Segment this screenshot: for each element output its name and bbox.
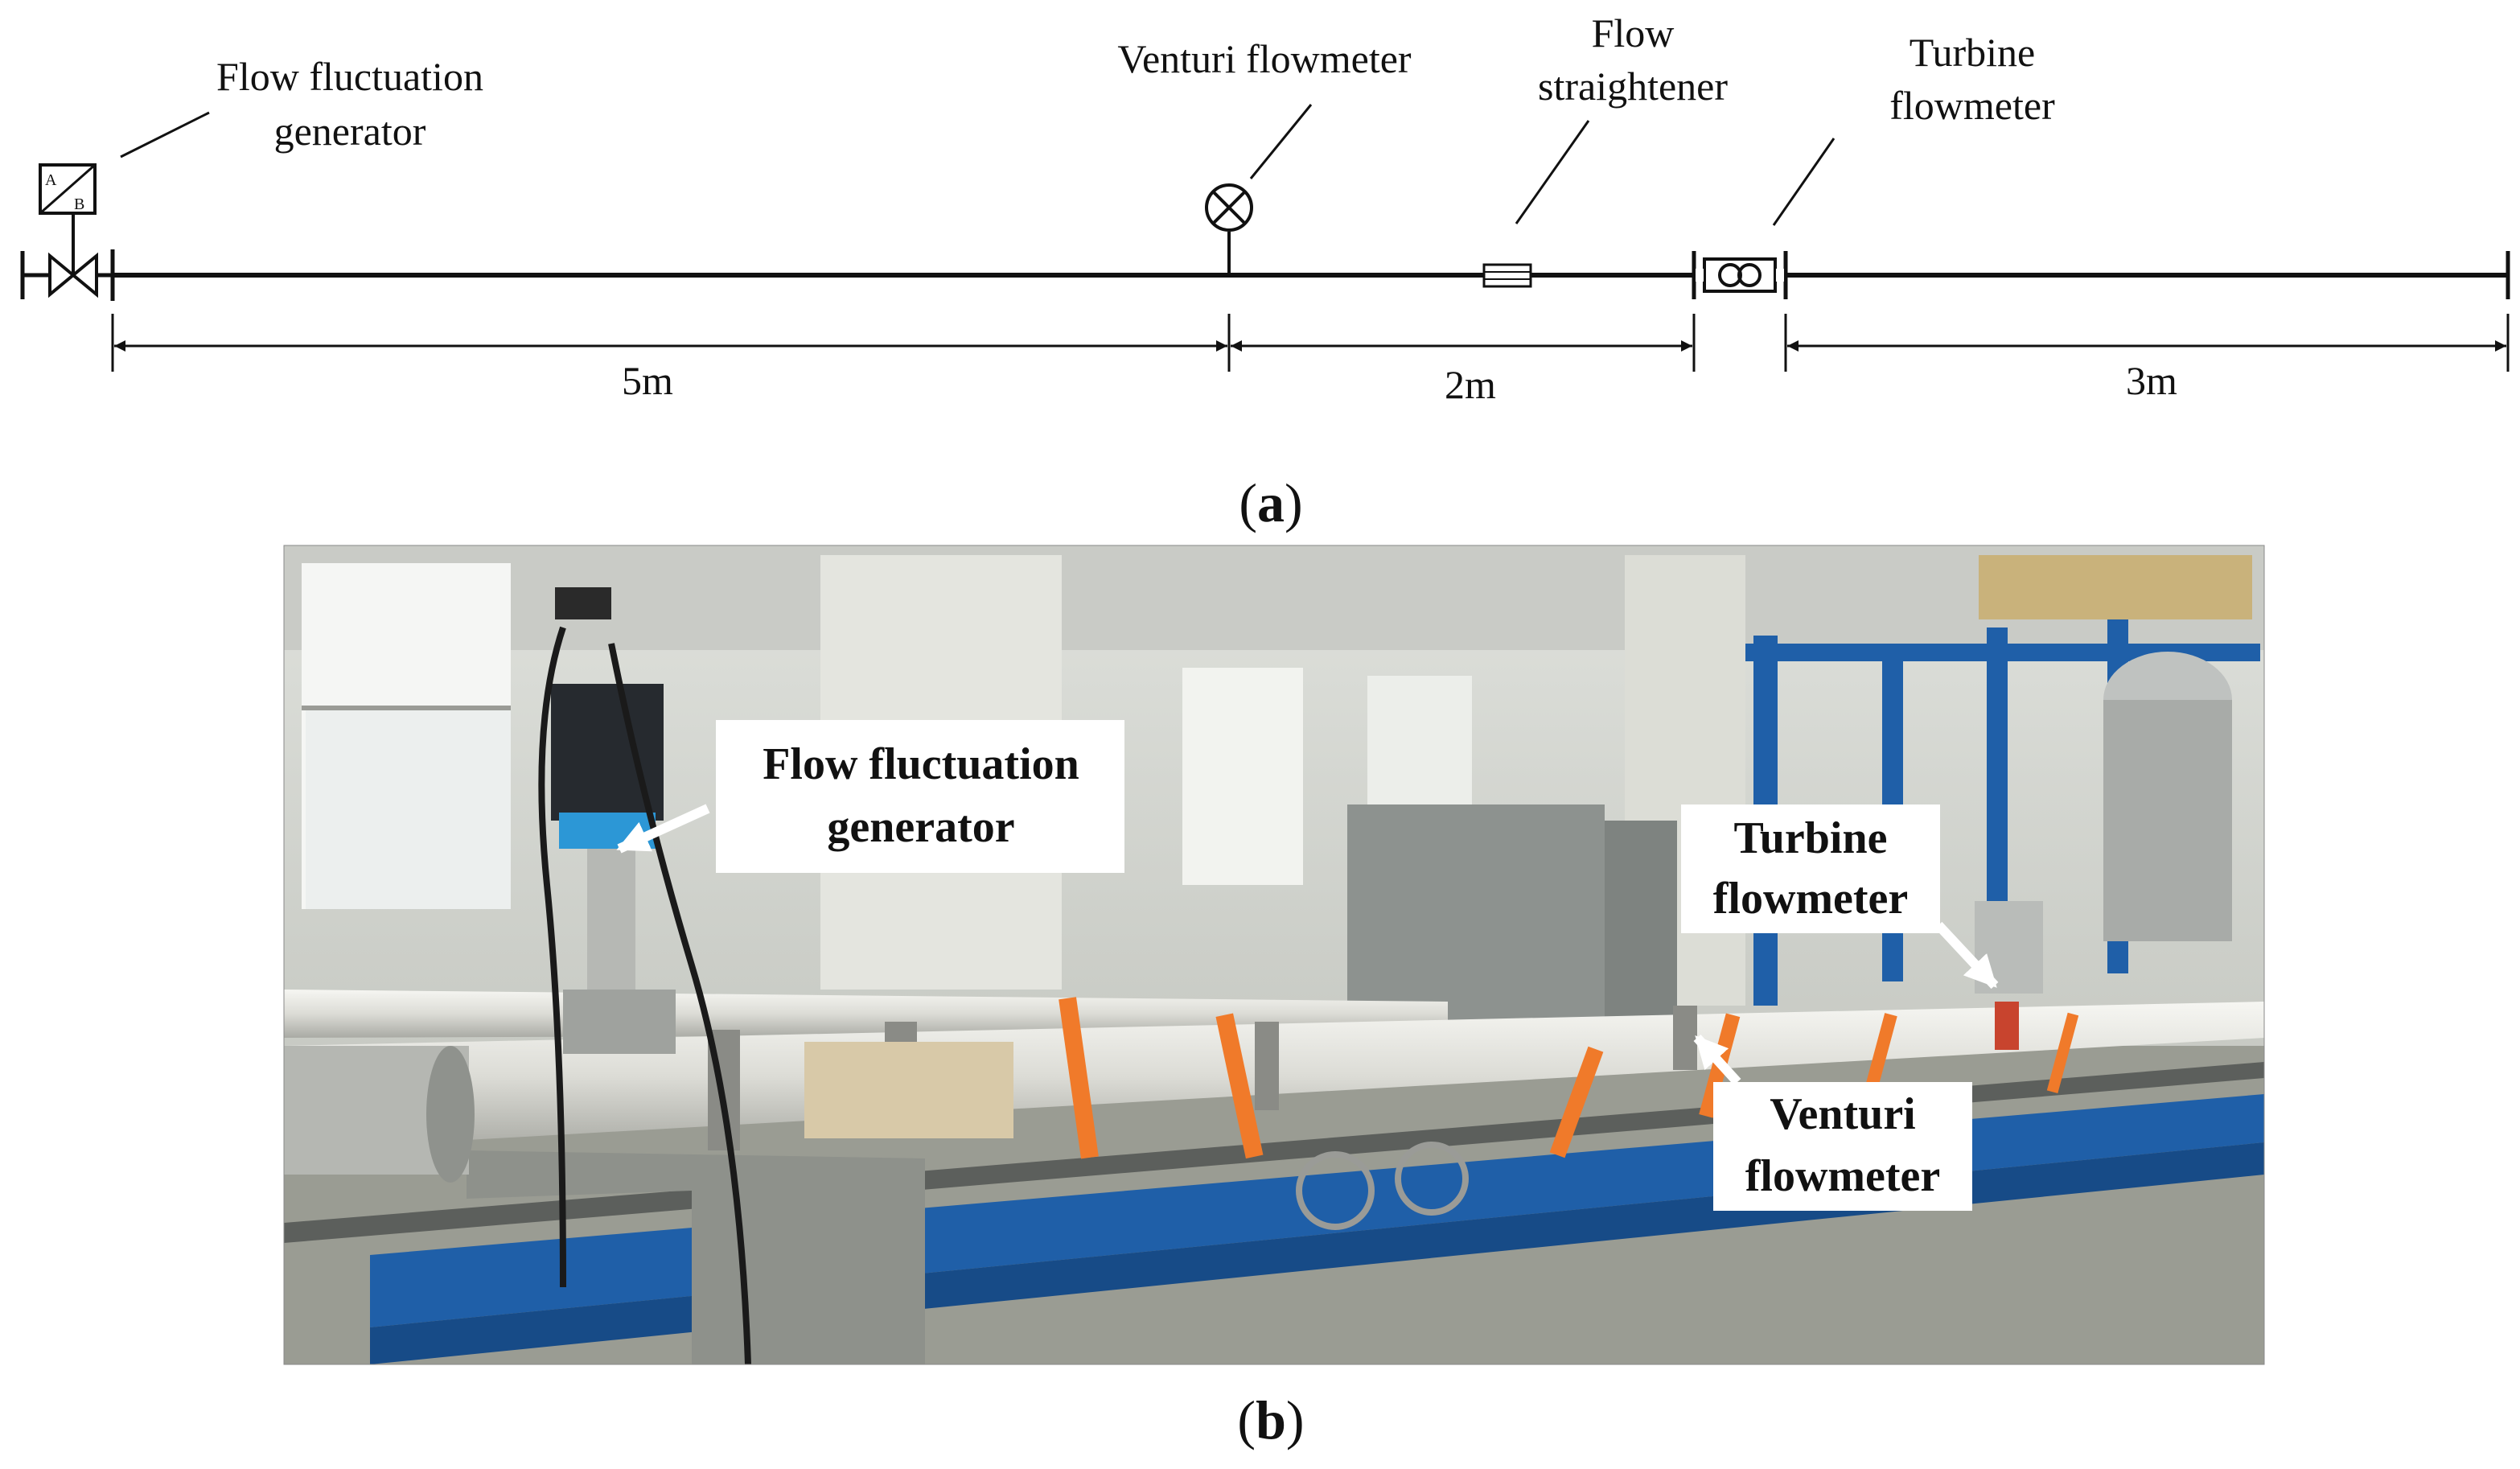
caption-b: (b) (1237, 1389, 1304, 1450)
photo-handwheel (1395, 1142, 1469, 1216)
venturi-symbol (1205, 183, 1253, 275)
turbine-callout-line1: Turbine (1734, 813, 1888, 863)
venturi-callout-line1: Venturi (1770, 1089, 1916, 1139)
turbine-label-line1: Turbine (1910, 30, 2036, 75)
turbine-leader-line (1772, 138, 1836, 226)
generator-callout-line2: generator (827, 802, 1014, 852)
venturi-leader-line (1249, 104, 1313, 179)
lab-photo: Flow fluctuation generator Turbine flowm… (283, 545, 2265, 1450)
actuator-letter-a: A (45, 171, 57, 189)
photo-windows (302, 563, 1472, 909)
photo-handwheel (1296, 1151, 1375, 1230)
turbine-label-line2: flowmeter (1889, 83, 2055, 128)
caption-b-letter: b (1256, 1389, 1286, 1450)
photo-steel-frame (1745, 555, 2260, 1006)
turbine-callout: Turbine flowmeter (1681, 804, 1999, 990)
photo-generator-actuator (538, 587, 751, 1364)
straightener-symbol (1482, 263, 1532, 288)
caption-a-letter: a (1257, 472, 1285, 533)
dim-label-5m: 5m (622, 358, 673, 403)
actuator-box: A B (39, 163, 97, 215)
generator-callout-line1: Flow fluctuation (763, 739, 1079, 789)
venturi-callout-arrow (1693, 1034, 1741, 1086)
caption-a: (a) (1239, 472, 1302, 533)
venturi-label: Venturi flowmeter (1117, 36, 1412, 81)
straightener-label-line1: Flow (1592, 10, 1675, 56)
generator-label-line2: generator (274, 109, 426, 154)
photo-main-pipe (284, 1002, 2264, 1150)
venturi-callout-line2: flowmeter (1745, 1151, 1941, 1201)
dim-label-3m: 3m (2126, 358, 2177, 403)
valve-symbol (48, 211, 115, 301)
generator-leader-line (120, 111, 210, 158)
generator-callout: Flow fluctuation generator (616, 720, 1124, 873)
straightener-leader-line (1515, 120, 1590, 224)
turbine-callout-arrow (1934, 921, 1999, 990)
venturi-callout: Venturi flowmeter (1693, 1034, 1972, 1211)
actuator-letter-b: B (74, 195, 84, 213)
generator-label-line1: Flow fluctuation (216, 54, 483, 99)
straightener-label-line2: straightener (1538, 64, 1728, 109)
schematic-diagram: A B Flow fluctuation generator Venturi f… (20, 10, 2510, 533)
generator-callout-arrow (616, 804, 710, 854)
dimension-lines (111, 314, 2510, 372)
turbine-callout-line2: flowmeter (1713, 874, 1909, 924)
dim-label-2m: 2m (1445, 362, 1496, 407)
turbine-symbol (1692, 251, 1788, 299)
